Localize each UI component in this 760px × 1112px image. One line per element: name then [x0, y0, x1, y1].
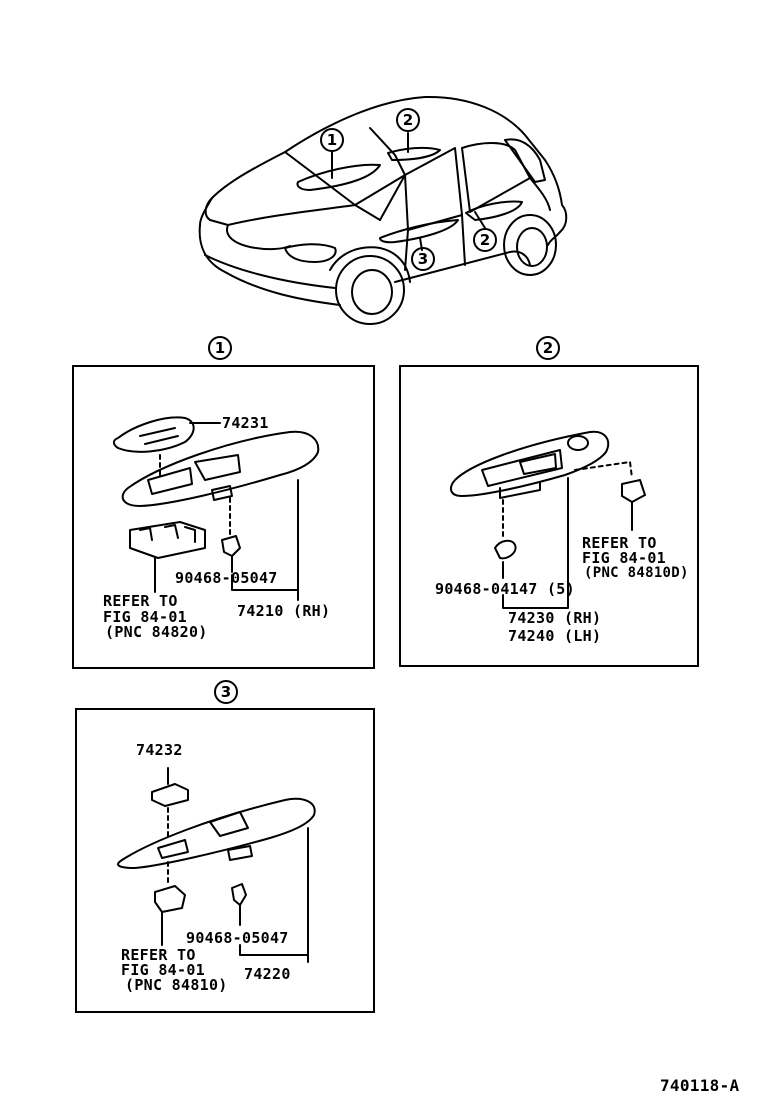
panel-1: [72, 365, 375, 669]
panel3-marker: 3: [214, 680, 238, 704]
panel2-refer-line3: (PNC 84810D): [584, 565, 689, 581]
panel1-part-74231: 74231: [222, 414, 269, 432]
panel-3: [75, 708, 375, 1013]
panel2-assembly-rh: 74230 (RH): [508, 609, 602, 627]
panel3-part-74232: 74232: [136, 741, 183, 759]
panel1-assembly: 74210 (RH): [237, 602, 331, 620]
car-marker-2-top: 2: [396, 108, 420, 132]
car-marker-3: 3: [411, 247, 435, 271]
panel2-refer-line1: REFER TO: [582, 534, 657, 552]
panel1-parts: [112, 416, 320, 601]
panel1-marker: 1: [208, 336, 232, 360]
panel3-parts: [117, 767, 316, 963]
panel3-fastener: 90468-05047: [186, 929, 289, 947]
panel3-assembly: 74220: [244, 965, 291, 983]
panel2-fastener: 90468-04147 (5): [435, 580, 575, 598]
car-marker-1: 1: [320, 128, 344, 152]
panel-2: [399, 365, 699, 667]
car-illustration: [198, 95, 568, 325]
panel1-refer-line2: FIG 84-01: [103, 608, 187, 626]
panel1-fastener: 90468-05047: [175, 569, 278, 587]
panel1-refer-line3: (PNC 84820): [105, 623, 208, 641]
panel3-refer-line2: FIG 84-01: [121, 961, 205, 979]
figure-code: 740118-A: [660, 1076, 740, 1095]
panel2-refer-line2: FIG 84-01: [582, 549, 666, 567]
panel2-parts: [449, 430, 646, 609]
panel3-refer-line3: (PNC 84810): [125, 976, 228, 994]
car-marker-2-rear: 2: [473, 228, 497, 252]
panel1-refer-line1: REFER TO: [103, 592, 178, 610]
panel2-marker: 2: [536, 336, 560, 360]
panel3-refer-line1: REFER TO: [121, 946, 196, 964]
panel2-assembly-lh: 74240 (LH): [508, 627, 602, 645]
